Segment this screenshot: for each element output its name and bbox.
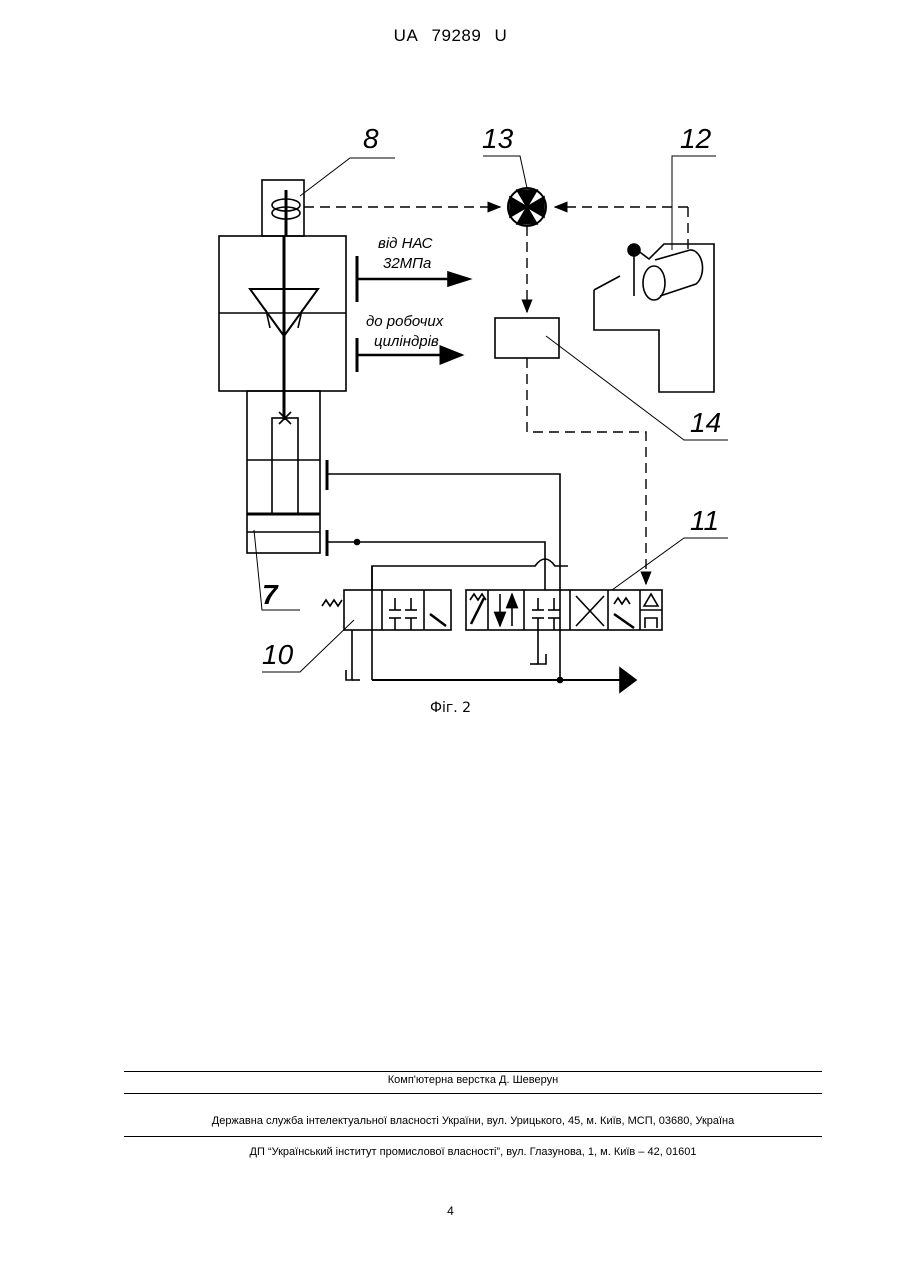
label-to-cylinders-1: до робочих bbox=[366, 313, 444, 330]
callout-11: 11 bbox=[690, 505, 719, 536]
callout-10: 10 bbox=[262, 639, 294, 670]
footer-institute: ДП “Український інститут промислової вла… bbox=[124, 1146, 822, 1158]
callout-7: 7 bbox=[262, 579, 279, 610]
hydraulic-schematic-figure: 8 13 12 14 11 7 10 від НАС 32МПа до робо… bbox=[0, 0, 901, 760]
label-from-pump-1: від НАС bbox=[378, 235, 433, 252]
figure-caption: Фіг. 2 bbox=[0, 700, 901, 716]
footer-agency: Державна служба інтелектуальної власност… bbox=[124, 1115, 822, 1127]
callout-13: 13 bbox=[482, 123, 514, 154]
page-number: 4 bbox=[0, 1204, 901, 1218]
callout-8: 8 bbox=[363, 123, 379, 154]
valve-11 bbox=[466, 590, 662, 630]
callout-14: 14 bbox=[690, 407, 721, 438]
callout-12: 12 bbox=[680, 123, 712, 154]
label-from-pump-2: 32МПа bbox=[383, 255, 431, 272]
footer-typesetting: Комп'ютерна верстка Д. Шеверун bbox=[124, 1074, 822, 1086]
label-to-cylinders-2: циліндрів bbox=[374, 333, 439, 350]
footer-divider-middle bbox=[124, 1093, 822, 1094]
footer-divider-bottom bbox=[124, 1136, 822, 1137]
footer-divider-top bbox=[124, 1071, 822, 1072]
